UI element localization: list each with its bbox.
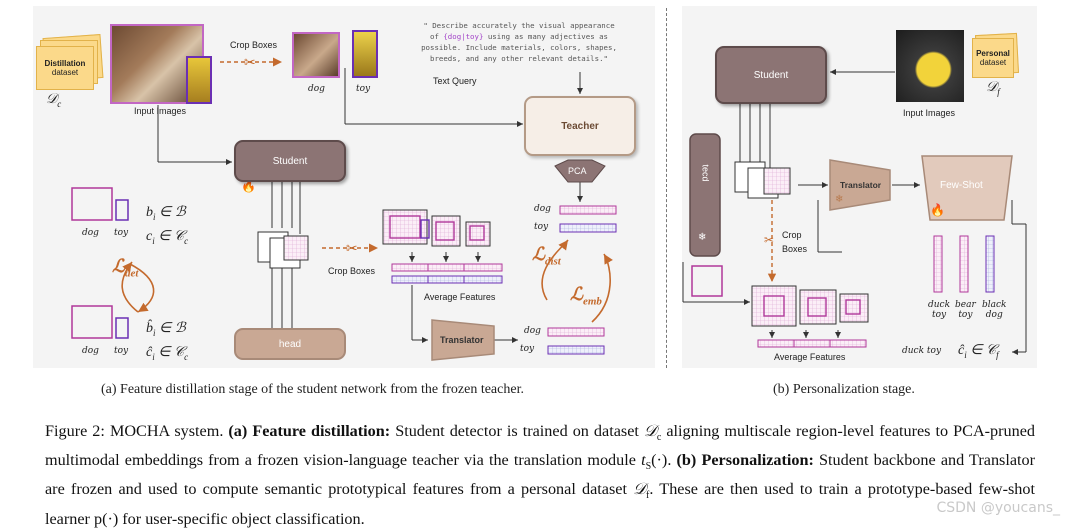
pred-box-dog	[71, 305, 113, 339]
teacher-box: Teacher	[524, 96, 636, 156]
dataset-title: Distillation	[44, 59, 86, 68]
backbone-feature-maps-a	[257, 231, 309, 269]
personal-dataset-card: Personal dataset	[972, 38, 1014, 78]
frozen-backbone-b	[689, 133, 721, 257]
panel-b-lines	[682, 69, 1027, 355]
watermark: CSDN @youcans_	[936, 500, 1060, 516]
det-label-dog: dog	[82, 228, 99, 238]
crop-image-dog	[292, 32, 340, 78]
crop-boxes-mid-label: Crop Boxes	[328, 266, 376, 276]
crop-label-dog: dog	[308, 84, 325, 94]
flame-icon: 🔥	[241, 179, 256, 193]
average-feature-bar-b	[757, 339, 867, 348]
prototype-bar-bear-toy	[959, 235, 969, 293]
flame-icon: 🔥	[930, 203, 945, 217]
personal-dataset-symbol: 𝒟f	[986, 80, 1000, 97]
diagram-connectors: ✂ ✂ ✂ ❄ ❄ ❄ ❄ 🔥 🔥 🔥	[71, 54, 1027, 361]
pred-c-math: ĉi ∈ 𝒞c	[146, 345, 189, 362]
teacher-out-toy-bar	[559, 223, 617, 233]
student-box-b: Student	[715, 46, 827, 104]
loss-dist: ℒdist	[532, 244, 561, 268]
crop-boxes-label: Crop Boxes	[230, 40, 278, 50]
snowflake-icon: ❄	[698, 232, 706, 243]
pred-label-toy: toy	[114, 346, 129, 356]
average-feature-bars-a	[391, 263, 503, 284]
fewshot-label: Few-Shot	[940, 180, 983, 191]
crop-image-toy	[352, 30, 378, 78]
pred-label-dog: dog	[82, 346, 99, 356]
scissors-icon: ✂	[764, 233, 774, 247]
feature-maps-b-boxes	[751, 285, 869, 327]
translator-shape-a	[431, 319, 495, 361]
text-query: " Describe accurately the visual appeara…	[421, 21, 617, 63]
fewshot-shape	[921, 155, 1013, 221]
pca-label: PCA	[568, 166, 587, 176]
translator-out-dog-bar	[547, 327, 605, 337]
input-images-label-b: Input Images	[903, 108, 956, 118]
crop-label-toy: toy	[356, 84, 371, 94]
translator-shape-b	[829, 159, 891, 211]
pred-box-toy	[115, 317, 129, 339]
middle-feature-maps	[382, 209, 491, 247]
scissors-icon: ✂	[346, 240, 358, 256]
panel-divider	[666, 8, 667, 368]
personal-input-box	[691, 265, 723, 297]
snowflake-icon: ❄	[835, 194, 843, 205]
det-label-toy: toy	[114, 228, 129, 238]
prototype-bar-black-dog	[985, 235, 995, 293]
text-query-label: Text Query	[433, 76, 477, 86]
panel-a-lines	[121, 57, 613, 343]
figure-caption: Figure 2: MOCHA system. (a) Feature dist…	[45, 422, 1036, 528]
head-box: head	[234, 328, 346, 360]
backbone-label-b: tecd	[700, 164, 711, 182]
average-features-label-b: Average Features	[774, 352, 846, 362]
average-features-label-a: Average Features	[424, 292, 496, 302]
teacher-out-label-dog: dog	[534, 204, 551, 214]
teacher-out-label-toy: toy	[534, 222, 549, 232]
personal-dataset-title: Personal	[976, 49, 1010, 58]
prototype-bar-duck-toy	[933, 235, 943, 293]
det-b-math: bi ∈ ℬ	[146, 205, 186, 222]
det-box-dog	[71, 187, 113, 221]
teacher-out-dog-bar	[559, 205, 617, 215]
dataset-subtitle: dataset	[51, 68, 79, 77]
pred-b-math: b̂i ∈ ℬ	[146, 321, 186, 338]
det-box-toy	[115, 199, 129, 221]
pca-shape	[554, 159, 606, 183]
output-label: duck toy	[902, 346, 942, 356]
loss-emb: ℒemb	[570, 284, 602, 308]
crop-boxes-label-b-2: Boxes	[782, 244, 808, 254]
det-c-math: ci ∈ 𝒞c	[146, 229, 189, 246]
translator-out-label-toy: toy	[520, 344, 535, 354]
translator-label-a: Translator	[440, 335, 484, 345]
input-images-label: Input Images	[134, 106, 187, 116]
crop-boxes-label-b-1: Crop	[782, 230, 802, 240]
personal-dataset-subtitle: dataset	[979, 58, 1007, 67]
output-math: ĉi ∈ 𝒞f	[958, 343, 999, 360]
caption-b: (b) Personalization stage.	[773, 382, 915, 397]
translator-label-b: Translator	[840, 180, 882, 190]
distillation-dataset-card: Distillation dataset	[36, 46, 94, 90]
translator-out-label-dog: dog	[524, 326, 541, 336]
student-box: Student	[234, 140, 346, 182]
input-image-toy-inset	[186, 56, 212, 104]
loss-det: ℒdet	[112, 256, 139, 280]
translator-out-toy-bar	[547, 345, 605, 355]
dataset-symbol: 𝒟c	[46, 92, 62, 109]
input-image-duck	[896, 30, 964, 102]
backbone-feature-maps-b	[734, 161, 791, 199]
caption-a: (a) Feature distillation stage of the st…	[101, 382, 524, 397]
scissors-icon: ✂	[244, 54, 256, 70]
